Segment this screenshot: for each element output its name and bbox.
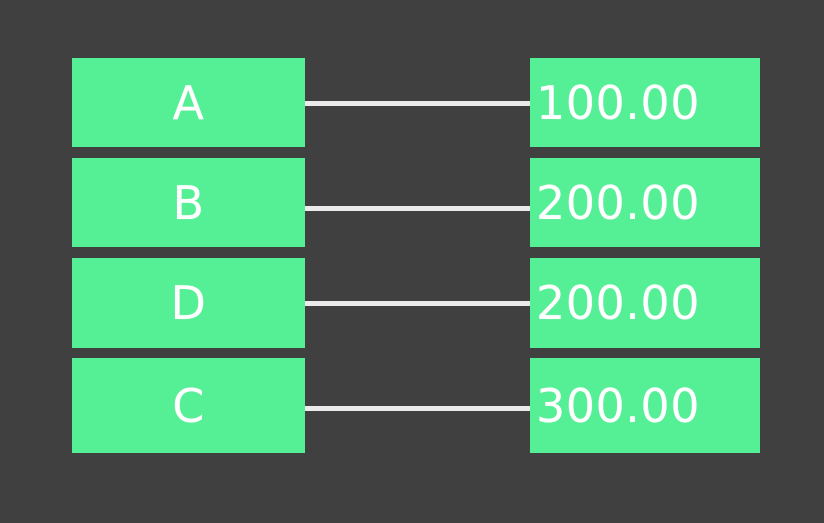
sankey-node-value-label: 200.00 — [536, 175, 700, 230]
sankey-link-c-to-300[interactable] — [305, 406, 530, 411]
sankey-node-source-a[interactable]: A — [72, 58, 305, 147]
sankey-node-label: B — [172, 175, 205, 230]
sankey-node-source-d[interactable]: D — [72, 258, 305, 348]
sankey-node-target-200-b[interactable]: 200.00 — [530, 158, 760, 247]
sankey-node-label: A — [172, 75, 205, 130]
sankey-node-label: D — [170, 276, 207, 330]
sankey-link-b-to-200[interactable] — [305, 206, 530, 211]
sankey-node-source-c[interactable]: C — [72, 358, 305, 453]
sankey-link-a-to-100[interactable] — [305, 101, 530, 106]
sankey-node-value-label: 200.00 — [536, 276, 700, 330]
sankey-node-target-300[interactable]: 300.00 — [530, 358, 760, 453]
sankey-node-source-b[interactable]: B — [72, 158, 305, 247]
sankey-node-value-label: 100.00 — [536, 75, 700, 130]
sankey-node-target-100[interactable]: 100.00 — [530, 58, 760, 147]
sankey-link-d-to-200[interactable] — [305, 301, 530, 306]
sankey-node-value-label: 300.00 — [536, 378, 700, 433]
sankey-node-label: C — [172, 378, 205, 433]
sankey-node-target-200-d[interactable]: 200.00 — [530, 258, 760, 348]
